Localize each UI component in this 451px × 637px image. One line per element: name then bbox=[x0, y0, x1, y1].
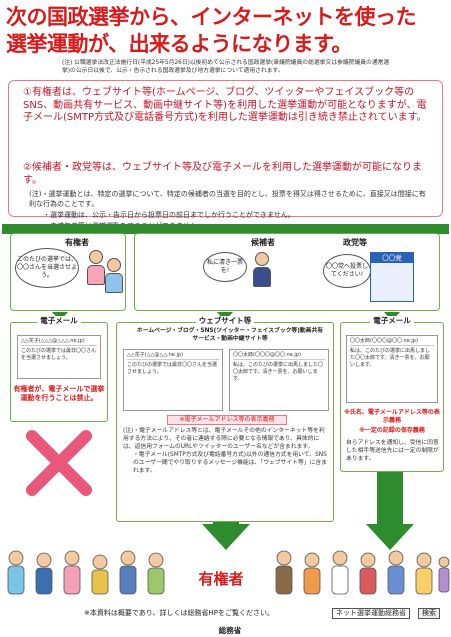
search-button[interactable]: 検索 bbox=[418, 608, 440, 619]
candidate-figure bbox=[253, 252, 271, 287]
post-author: △△花子(△△@△△.ne.jp) bbox=[127, 352, 219, 360]
person-body bbox=[105, 273, 123, 293]
footer-note: ※本資料は概要であり、詳しくは総務省HPをご覧ください。 bbox=[84, 609, 274, 617]
voter-figure bbox=[105, 258, 123, 293]
voter-email-message: △△花子(△△△@△△△.ne.jp) このたびの選挙では最非〇〇さんを当選させ… bbox=[17, 335, 101, 379]
footer: ※本資料は概要であり、詳しくは総務省HPをご覧ください。 ネット選挙運動総務省 … bbox=[0, 606, 451, 621]
person-head bbox=[89, 250, 103, 264]
summary-note: (注)・選挙運動とは、特定の選挙について、特定の候補者の当選を目的とし、投票を得… bbox=[29, 190, 426, 208]
voter-panel: 有権者 このたびの選挙では、〇〇さんを当選させよう。 bbox=[10, 233, 126, 311]
title-line-2: 選挙運動が、出来るようになります。 bbox=[6, 32, 352, 56]
party-speech-bubble: 〇〇党へ投票してください! bbox=[323, 254, 371, 288]
arrow-shaft bbox=[377, 472, 403, 526]
voter-email-heading: 電子メール bbox=[11, 315, 107, 326]
post-body: このたびの選挙では最非〇〇さんを当選させましょう。 bbox=[127, 362, 218, 375]
voter-web-post: △△花子(△△@△△.ne.jp) このたびの選挙では最非〇〇さんを当選させまし… bbox=[123, 349, 223, 411]
post-author: 〇〇太郎(〇〇〇@〇〇.ne.jp) bbox=[233, 352, 325, 360]
candidate-web-post: 〇〇太郎(〇〇〇@〇〇.ne.jp) 私は、このたびの選挙に出馬しました〇〇太郎… bbox=[229, 349, 329, 411]
ministry-name: 総務省 bbox=[218, 626, 242, 635]
party-building: 〇〇党 bbox=[370, 252, 414, 302]
website-note: ・電子メール(SMTP方式及び電話番号方式)以外の通信方式を用いて、SNSのユー… bbox=[133, 452, 327, 474]
email-body: このたびの選挙では最非〇〇さんを当選させましょう。 bbox=[21, 348, 97, 361]
intro-note: (注) 公職選挙法改正法施行日(平成25年5月26日)以後初めて公示される国政選… bbox=[62, 60, 390, 74]
person-head bbox=[107, 258, 121, 272]
candidate-email-obligation: ※氏名、電子メールアドレス等の表示義務 bbox=[344, 409, 440, 424]
website-column: ウェブサイト等 ホームページ・ブログ・SNS(ツイッター・フェイスブック等)動画… bbox=[116, 316, 334, 522]
website-heading: ウェブサイト等 bbox=[117, 315, 333, 326]
voter-speech-bubble: このたびの選挙では、〇〇さんを当選させよう。 bbox=[15, 248, 79, 288]
voter-figure bbox=[87, 250, 105, 285]
voter-email-warning: 有権者が、電子メールで選挙運動を行うことは禁止。 bbox=[13, 385, 105, 402]
flow-bar bbox=[2, 224, 449, 234]
person-head bbox=[255, 252, 269, 266]
search-input[interactable]: ネット選挙運動総務省 bbox=[332, 608, 410, 619]
summary-item-candidates: ②候補者・政党等は、ウェブサイト等及び電子メールを利用した選挙運動が可能になりま… bbox=[23, 162, 422, 186]
party-label: 政党等 bbox=[343, 238, 367, 247]
summary-item-voters: ①有権者は、ウェブサイト等(ホームページ、ブログ、ツイッターやフェイスブック等の… bbox=[23, 87, 427, 123]
candidate-email-message: 〇〇太郎(〇〇〇@〇〇.ne.jp) 私は、このたびの選挙に出馬しました〇〇太郎… bbox=[346, 335, 438, 403]
party-sign: 〇〇党 bbox=[371, 253, 413, 263]
post-body: 私は、このたびの選挙に出馬しました〇〇太郎です。清き一票を、お願いします。 bbox=[233, 362, 324, 382]
candidate-email-record: ※一定の記録の保存義務 bbox=[359, 427, 425, 434]
voters-label: 有権者 bbox=[176, 568, 266, 589]
candidate-email-heading: 電子メール bbox=[341, 315, 443, 326]
voters-crowd-illustration bbox=[7, 550, 450, 595]
website-types: ホームページ・ブログ・SNS(ツイッター・フェイスブック等)動画共有サービス・動… bbox=[136, 328, 324, 342]
candidate-speech-bubble: 私に清き一票を! bbox=[203, 252, 247, 282]
summary-note: ・選挙運動は、公示・告示日から投票日の前日までしか行うことができません。 bbox=[43, 211, 295, 219]
website-note: (注)・電子メールアドレス等とは、電子メールその他のインターネット等を利用する方… bbox=[123, 428, 325, 450]
website-notes: (注)・電子メールアドレス等とは、電子メールその他のインターネット等を利用する方… bbox=[123, 427, 329, 475]
prohibited-x-icon bbox=[26, 430, 92, 496]
poster-title: 次の国政選挙から、インターネットを使った 選挙運動が、出来るようになります。 bbox=[6, 4, 446, 58]
candidate-email-restriction: 自らアドレスを通知し、受信に同意した相手等送信先には一定の制限があります。 bbox=[346, 440, 439, 462]
title-line-1: 次の国政選挙から、インターネットを使った bbox=[6, 5, 417, 29]
down-arrow-icon bbox=[202, 524, 250, 550]
summary-box: ①有権者は、ウェブサイト等(ホームページ、ブログ、ツイッターやフェイスブック等の… bbox=[8, 80, 443, 230]
person-body bbox=[87, 265, 105, 285]
voter-email-column: 電子メール △△花子(△△△@△△△.ne.jp) このたびの選挙では最非〇〇さ… bbox=[10, 316, 108, 422]
voter-label: 有権者 bbox=[65, 238, 89, 247]
website-requirement: ※電子メールアドレス等の表示義務 bbox=[167, 415, 287, 425]
candidate-email-column: 電子メール 〇〇太郎(〇〇〇@〇〇.ne.jp) 私は、このたびの選挙に出馬しま… bbox=[340, 316, 444, 472]
person-body bbox=[253, 267, 271, 287]
email-recipient: △△花子(△△△@△△△.ne.jp) bbox=[21, 338, 97, 346]
down-arrow-icon bbox=[366, 524, 414, 550]
candidate-label: 候補者 bbox=[251, 238, 275, 247]
email-body: 私は、このたびの選挙に出馬しました〇〇太郎です。清き一票を、お願いします。 bbox=[350, 348, 431, 368]
email-recipient: 〇〇太郎(〇〇〇@〇〇.ne.jp) bbox=[350, 338, 434, 346]
